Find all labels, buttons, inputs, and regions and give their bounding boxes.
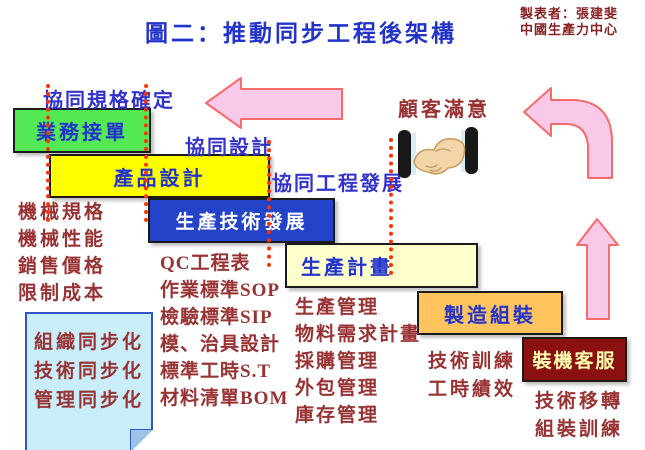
box-product-design-label: 產品設計 <box>113 167 206 190</box>
box-manufacturing-assembly-label: 製造組裝 <box>444 304 536 327</box>
manufacturing-item: 技術訓練 <box>428 351 517 372</box>
design-input-item: 銷售價格 <box>18 256 107 277</box>
label-spec-confirm: 協同規格確定 <box>43 90 175 112</box>
page-title: 圖二：推動同步工程後架構 <box>145 21 457 46</box>
prod-plan-item: 採購管理 <box>295 351 380 372</box>
note-folded-corner-icon <box>130 429 153 450</box>
prod-tech-item: 材料清單BOM <box>160 388 289 409</box>
dotted-line-spec-start <box>46 84 50 222</box>
dotted-line-coengineering <box>389 138 393 275</box>
prod-tech-item: 檢驗標準SIP <box>160 307 273 328</box>
label-co-design: 協同設計 <box>185 137 273 159</box>
sticky-note-item: 管理同步化 <box>33 390 144 411</box>
sticky-note-item: 組織同步化 <box>33 332 144 353</box>
label-co-engineering: 協同工程發展 <box>272 173 404 195</box>
design-input-item: 限制成本 <box>18 283 107 304</box>
box-installation-service-label: 裝機客服 <box>532 351 617 372</box>
credit-author: 製表者：張建斐 <box>520 6 619 21</box>
box-sales-order-label: 業務接單 <box>36 122 128 144</box>
sticky-note-synchronization: 組織同步化 技術同步化 管理同步化 <box>25 312 153 450</box>
box-production-tech-label: 生產技術發展 <box>175 212 308 233</box>
curved-left-arrow-icon <box>523 87 613 179</box>
service-item: 技術移轉 <box>535 391 624 412</box>
dotted-line-spec-end <box>144 84 148 222</box>
prod-plan-item: 外包管理 <box>295 378 380 399</box>
box-manufacturing-assembly: 製造組裝 <box>417 291 563 335</box>
handshake-icon <box>398 127 478 178</box>
box-production-tech: 生產技術發展 <box>148 198 335 243</box>
design-input-item: 機械性能 <box>18 229 107 250</box>
label-customer-satisfaction: 顧客滿意 <box>398 99 490 121</box>
box-installation-service: 裝機客服 <box>522 337 627 382</box>
prod-plan-item: 生產管理 <box>295 297 380 318</box>
prod-plan-item: 庫存管理 <box>295 405 380 426</box>
sticky-note-item: 技術同步化 <box>33 361 144 382</box>
prod-tech-item: 作業標準SOP <box>160 280 280 301</box>
box-product-design: 產品設計 <box>49 154 270 198</box>
service-item: 組裝訓練 <box>535 419 624 440</box>
dotted-line-codesign <box>267 140 271 267</box>
box-production-plan: 生產計畫 <box>285 243 478 288</box>
box-sales-order: 業務接單 <box>13 108 151 153</box>
prod-tech-item: 標準工時S.T <box>160 361 271 382</box>
left-arrow-icon <box>205 77 343 129</box>
prod-plan-item: 物料需求計畫 <box>295 324 422 345</box>
up-arrow-icon <box>576 218 619 320</box>
credit-organization: 中國生產力中心 <box>520 22 619 37</box>
manufacturing-item: 工時績效 <box>428 379 517 400</box>
prod-tech-item: QC工程表 <box>160 253 251 274</box>
design-input-item: 機械規格 <box>18 202 107 223</box>
box-production-plan-label: 生產計畫 <box>301 257 393 279</box>
prod-tech-item: 模、治具設計 <box>160 334 281 355</box>
